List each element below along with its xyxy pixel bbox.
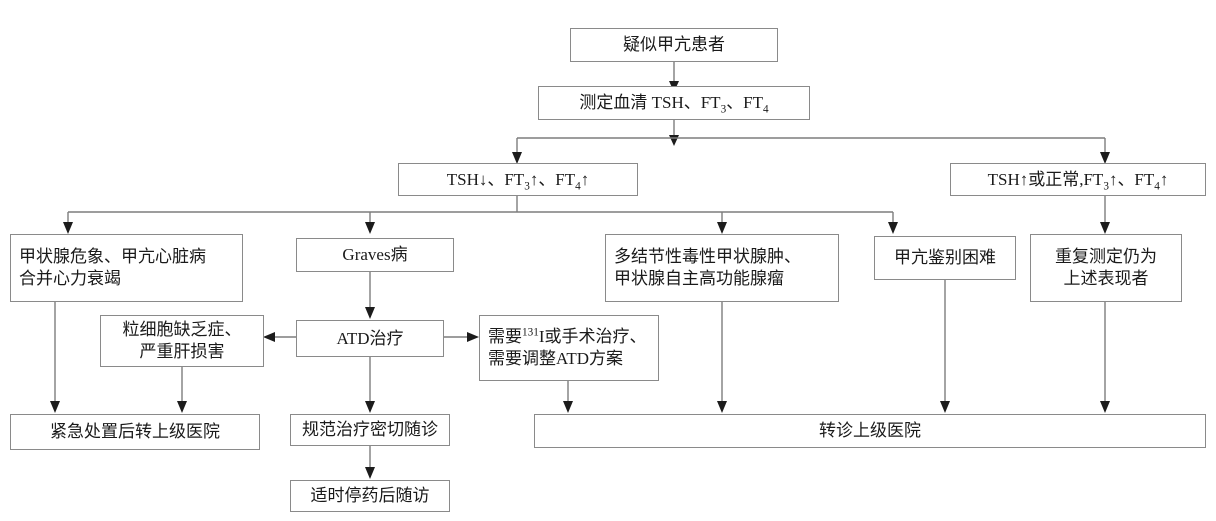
node-branch-high-tsh[interactable]: TSH↑或正常,FT3↑、FT4↑ [950, 163, 1206, 196]
node-branch-low-tsh[interactable]: TSH↓、FT3↑、FT4↑ [398, 163, 638, 196]
node-label: TSH↑或正常,FT3↑、FT4↑ [987, 169, 1169, 193]
node-label: 规范治疗密切随诊 [302, 420, 438, 440]
node-refer-upper-hospital[interactable]: 转诊上级医院 [534, 414, 1206, 448]
node-label: 适时停药后随访 [310, 486, 430, 506]
node-graves-disease[interactable]: Graves病 [296, 238, 454, 272]
node-suspected-hyperthyroid[interactable]: 疑似甲亢患者 [570, 28, 778, 62]
node-need-iodine-or-surgery[interactable]: 需要131I或手术治疗、需要调整ATD方案 [479, 315, 659, 381]
node-label: Graves病 [342, 245, 408, 265]
node-label: 多结节性毒性甲状腺肿、 甲状腺自主高功能腺瘤 [614, 247, 801, 288]
node-stop-drug-followup[interactable]: 适时停药后随访 [290, 480, 450, 512]
node-thyroid-crisis[interactable]: 甲状腺危象、甲亢心脏病 合并心力衰竭 [10, 234, 243, 302]
node-label: TSH↓、FT3↑、FT4↑ [446, 169, 590, 193]
node-label: 粒细胞缺乏症、 严重肝损害 [122, 320, 242, 361]
node-agranulocytosis[interactable]: 粒细胞缺乏症、 严重肝损害 [100, 315, 264, 367]
node-label: 甲状腺危象、甲亢心脏病 合并心力衰竭 [19, 247, 206, 288]
node-label: ATD治疗 [336, 328, 404, 348]
node-repeat-same-result[interactable]: 重复测定仍为 上述表现者 [1030, 234, 1182, 302]
node-label: 转诊上级医院 [819, 421, 921, 441]
node-emergency-refer[interactable]: 紧急处置后转上级医院 [10, 414, 260, 450]
node-atd-treatment[interactable]: ATD治疗 [296, 320, 444, 357]
node-label: 需要131I或手术治疗、需要调整ATD方案 [488, 326, 647, 368]
node-label: 测定血清 TSH、FT3、FT4 [579, 93, 769, 116]
node-label: 疑似甲亢患者 [623, 35, 725, 55]
node-difficult-diagnosis[interactable]: 甲亢鉴别困难 [874, 236, 1016, 280]
node-standard-followup[interactable]: 规范治疗密切随诊 [290, 414, 450, 446]
node-label: 重复测定仍为 上述表现者 [1055, 247, 1157, 288]
node-toxic-nodular-goiter[interactable]: 多结节性毒性甲状腺肿、 甲状腺自主高功能腺瘤 [605, 234, 839, 302]
node-label: 紧急处置后转上级医院 [50, 422, 220, 442]
node-label: 甲亢鉴别困难 [894, 248, 996, 268]
node-measure-serum[interactable]: 测定血清 TSH、FT3、FT4 [538, 86, 810, 120]
